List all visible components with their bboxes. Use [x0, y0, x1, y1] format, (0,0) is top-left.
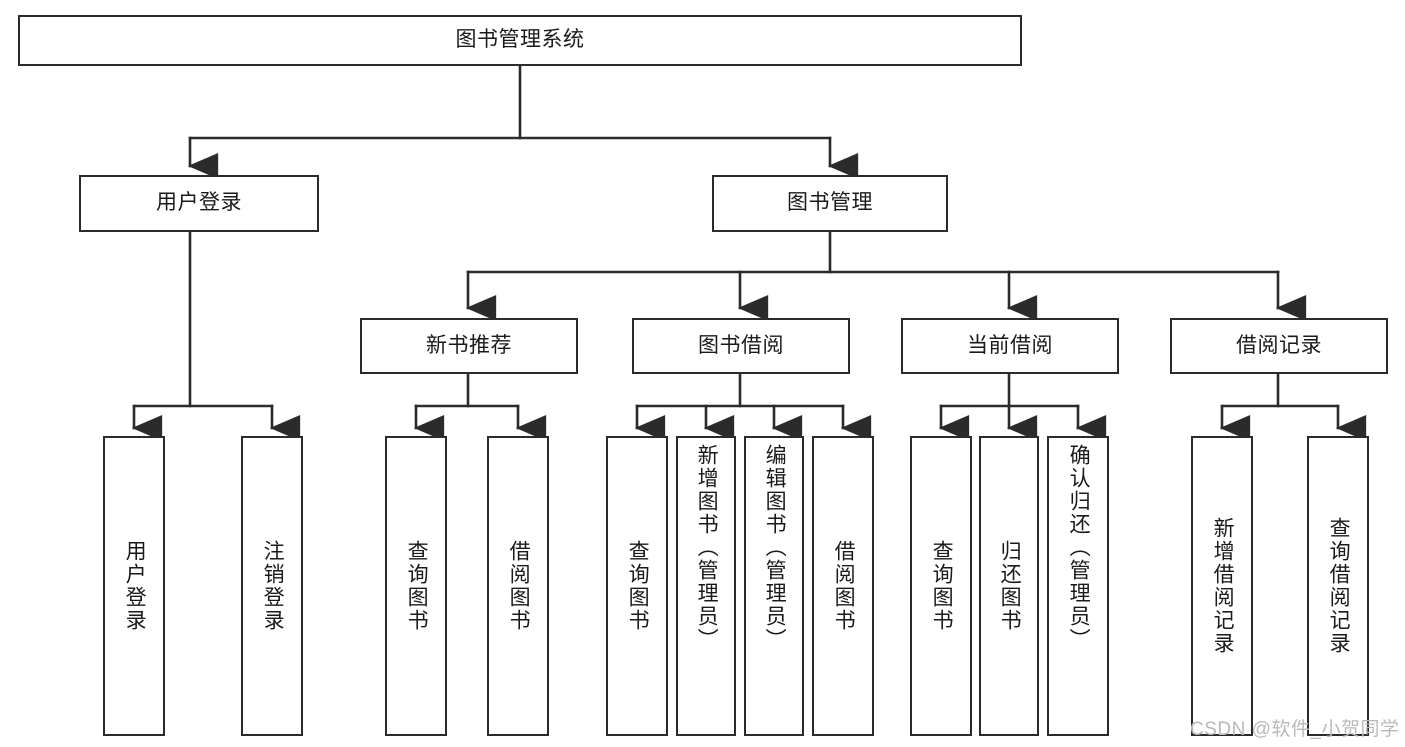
node-user-login[interactable]: 用户登录	[79, 175, 319, 232]
node-book-borrow[interactable]: 图书借阅	[632, 318, 850, 374]
leaf-query-record-label: 查询借阅记录	[1327, 517, 1351, 655]
leaf-logout-label: 注销登录	[261, 540, 285, 632]
leaf-query-book-1[interactable]: 查询图书	[385, 436, 447, 736]
node-book-manage-label: 图书管理	[787, 191, 873, 215]
leaf-borrow-book-2[interactable]: 借阅图书	[812, 436, 874, 736]
node-current-borrow[interactable]: 当前借阅	[901, 318, 1119, 374]
node-borrow-record-label: 借阅记录	[1236, 333, 1322, 357]
node-new-book-rec[interactable]: 新书推荐	[360, 318, 578, 374]
leaf-return-book-label: 归还图书	[998, 540, 1022, 632]
leaf-query-record[interactable]: 查询借阅记录	[1307, 436, 1369, 736]
leaf-return-book[interactable]: 归还图书	[979, 436, 1039, 736]
leaf-add-record-label: 新增借阅记录	[1211, 517, 1235, 655]
leaf-user-login[interactable]: 用户登录	[103, 436, 165, 736]
leaf-query-book-3[interactable]: 查询图书	[910, 436, 972, 736]
csdn-watermark: CSDN @软件_小贺同学	[1190, 719, 1400, 740]
node-book-manage[interactable]: 图书管理	[712, 175, 948, 232]
node-new-book-rec-label: 新书推荐	[426, 333, 512, 357]
leaf-confirm-return[interactable]: 确认归还（管理员）	[1047, 436, 1109, 736]
leaf-borrow-book-1-label: 借阅图书	[507, 540, 531, 632]
node-book-borrow-label: 图书借阅	[698, 333, 784, 357]
leaf-confirm-return-label: 确认归还（管理员）	[1067, 444, 1091, 651]
leaf-borrow-book-2-label: 借阅图书	[832, 540, 856, 632]
node-borrow-record[interactable]: 借阅记录	[1170, 318, 1388, 374]
node-root-label: 图书管理系统	[455, 28, 585, 52]
node-current-borrow-label: 当前借阅	[967, 333, 1053, 357]
leaf-add-record[interactable]: 新增借阅记录	[1191, 436, 1253, 736]
node-root[interactable]: 图书管理系统	[18, 15, 1022, 66]
leaf-query-book-1-label: 查询图书	[405, 540, 429, 632]
leaf-query-book-2-label: 查询图书	[626, 540, 650, 632]
leaf-query-book-2[interactable]: 查询图书	[606, 436, 668, 736]
leaf-query-book-3-label: 查询图书	[930, 540, 954, 632]
leaf-add-book-label: 新增图书（管理员）	[695, 444, 719, 651]
leaf-edit-book-label: 编辑图书（管理员）	[763, 444, 787, 651]
leaf-borrow-book-1[interactable]: 借阅图书	[487, 436, 549, 736]
leaf-user-login-label: 用户登录	[123, 540, 147, 632]
leaf-edit-book[interactable]: 编辑图书（管理员）	[744, 436, 804, 736]
leaf-logout[interactable]: 注销登录	[241, 436, 303, 736]
leaf-add-book[interactable]: 新增图书（管理员）	[676, 436, 736, 736]
node-user-login-label: 用户登录	[156, 191, 242, 215]
